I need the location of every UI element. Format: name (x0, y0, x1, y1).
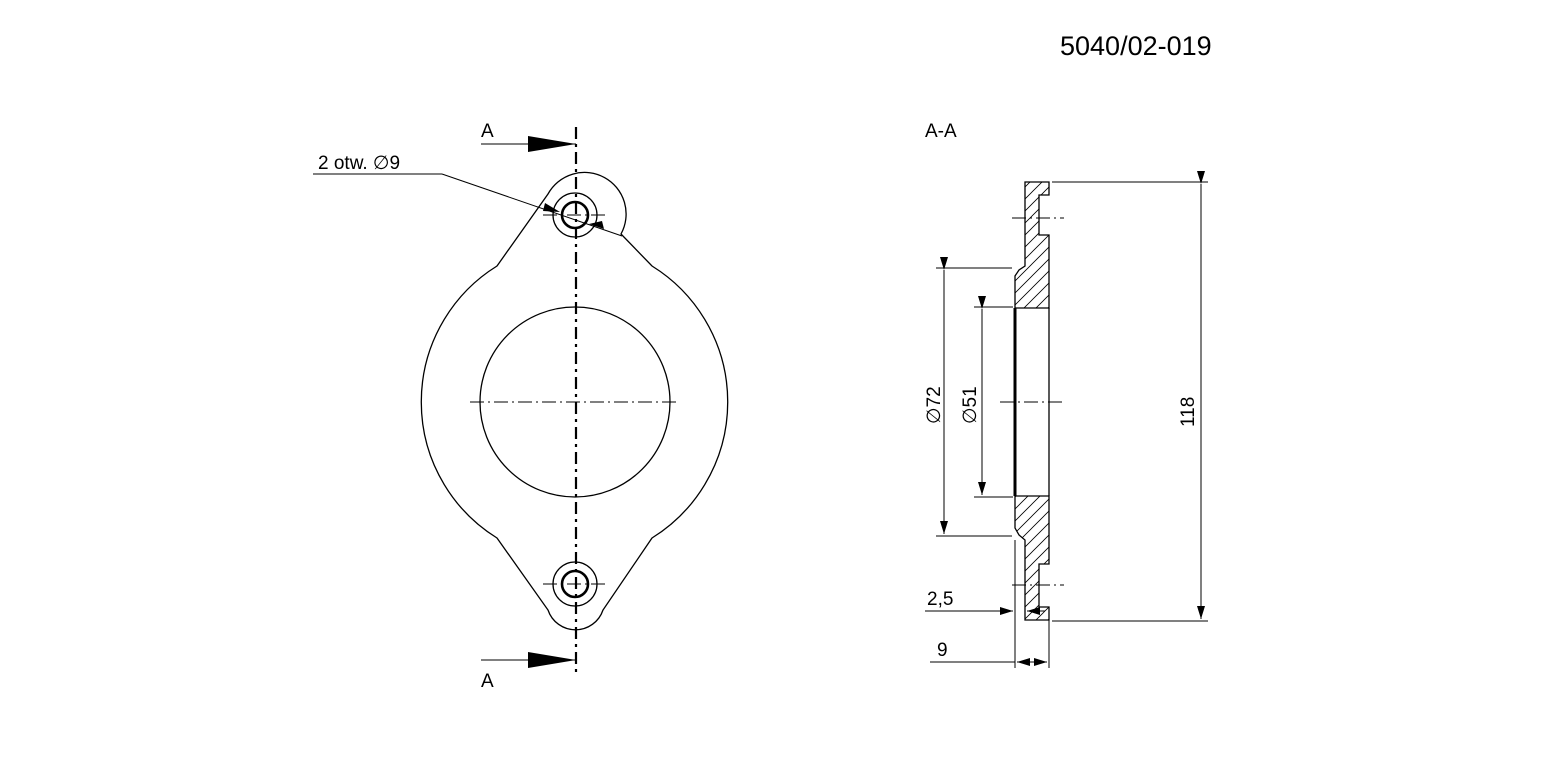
section-label-bottom: A (481, 671, 494, 692)
dim-recess-depth: 2,5 (927, 589, 953, 610)
hole-note: 2 otw. ∅9 (318, 153, 400, 174)
front-view: A A 2 otw. ∅9 (313, 121, 729, 692)
section-label-top: A (481, 121, 494, 142)
hole-note-leader (441, 173, 623, 237)
drawing-number: 5040/02-019 (1060, 31, 1212, 61)
dim-overall-height: 118 (1178, 397, 1199, 427)
hole-leader-arrowhead-1 (543, 203, 560, 212)
section-material-top (1014, 181, 1050, 309)
dim-thickness: 9 (937, 640, 948, 661)
section-material-bottom (1014, 495, 1050, 621)
dim-outer-diameter: ∅72 (924, 386, 945, 424)
flange-outline (420, 171, 729, 631)
dim-inner-diameter: ∅51 (960, 386, 981, 424)
section-view: A-A ∅72 ∅51 118 2,5 (924, 121, 1208, 668)
section-arrowhead-bottom (528, 652, 576, 668)
hole-leader-arrowhead-2 (589, 221, 604, 229)
section-arrowhead-top (528, 136, 576, 152)
section-view-title: A-A (925, 121, 957, 142)
